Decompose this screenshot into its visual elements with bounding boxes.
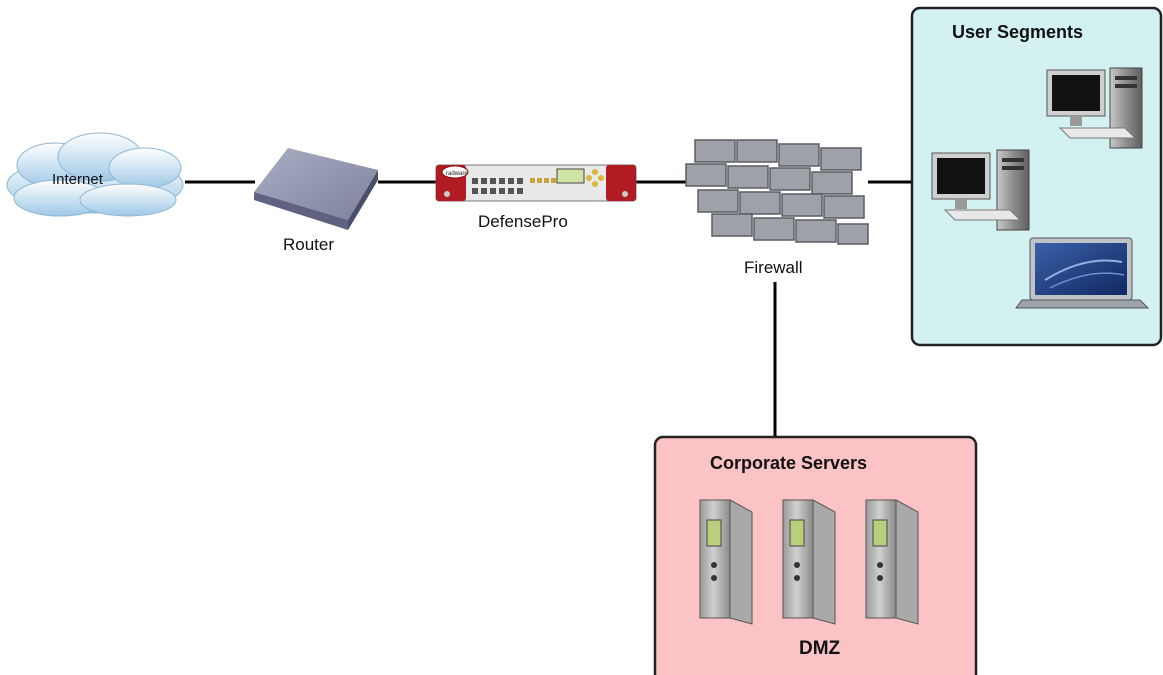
corporate-servers-title: Corporate Servers: [710, 453, 867, 473]
appliance-icon: radware: [435, 164, 637, 202]
server-tower-icon: [782, 499, 836, 625]
server-tower-icon: [699, 499, 753, 625]
router-icon: [254, 148, 378, 230]
brick-wall-icon: [685, 139, 869, 245]
defensepro-node: radware DefensePro: [435, 164, 637, 231]
laptop-icon: [1015, 237, 1150, 309]
appliance-logo-text: radware: [446, 171, 468, 177]
firewall-label: Firewall: [744, 258, 803, 277]
dmz-label: DMZ: [799, 638, 841, 659]
internet-node: Internet: [6, 132, 184, 217]
router-node: Router: [254, 148, 378, 254]
internet-label: Internet: [52, 171, 104, 188]
server-tower-icon: [865, 499, 919, 625]
corporate-servers-group: Corporate Servers DMZ: [653, 435, 978, 675]
user-segments-group: User Segments: [910, 6, 1163, 347]
firewall-node: Firewall: [685, 139, 869, 277]
network-links: [185, 180, 912, 437]
user-segments-title: User Segments: [952, 22, 1083, 42]
router-label: Router: [283, 235, 334, 254]
defensepro-label: DefensePro: [478, 212, 568, 231]
cloud-icon: [6, 132, 184, 217]
desktop-computer-icon: [1046, 67, 1143, 149]
desktop-computer-icon: [931, 149, 1030, 231]
